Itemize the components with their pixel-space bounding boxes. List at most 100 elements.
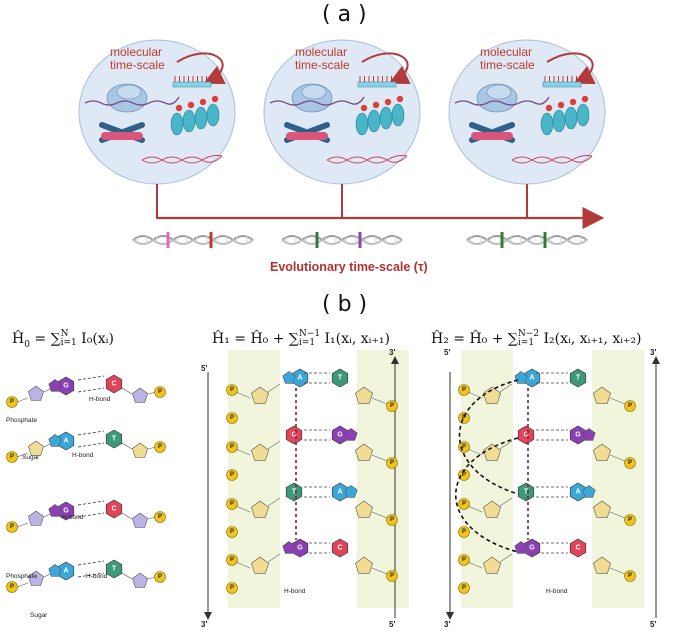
trna-icon	[357, 81, 397, 88]
hydrogen-bond	[77, 560, 105, 566]
base-letter-C: C	[575, 545, 580, 552]
base-letter-G: G	[529, 545, 535, 552]
trna-icon	[542, 81, 582, 88]
sugar-right	[593, 443, 611, 461]
circle-content-1	[84, 52, 226, 164]
phosphate-icon	[624, 514, 636, 526]
pyrimidine-base-T: T	[105, 429, 123, 449]
pyrimidine-base-T: T	[569, 368, 587, 388]
phosphate-letter: P	[390, 573, 394, 579]
base-ring-five	[48, 434, 62, 447]
phosphate-icon	[226, 582, 238, 594]
glycosidic-bond	[121, 572, 133, 580]
five-prime-label-mid-right: 5'	[389, 620, 396, 629]
phosphate-letter: P	[10, 454, 14, 460]
phosphate-letter: P	[462, 444, 466, 450]
genome-helix-1	[132, 232, 254, 248]
base-ring	[285, 425, 303, 445]
hydrogen-bond	[77, 430, 105, 436]
sugar-right	[355, 500, 373, 518]
base-ring-five	[344, 485, 358, 498]
base-ring	[105, 374, 123, 394]
mrna-strand-icon	[84, 96, 180, 106]
circle-content-3	[454, 52, 596, 164]
chromatin-coil-icon	[355, 112, 369, 136]
sugar-left	[483, 443, 501, 461]
phosphate-icon	[458, 554, 470, 566]
phosphate-letter: P	[230, 529, 234, 535]
purine-base-A: A	[48, 431, 75, 451]
backbone-link	[371, 511, 388, 519]
phosphate-icon	[386, 570, 398, 582]
base-ring	[331, 368, 349, 388]
pyrimidine-base-C: C	[331, 538, 349, 558]
evolutionary-timeline-arrow	[156, 184, 605, 229]
phosphate-letter: P	[158, 514, 162, 520]
purine-base-A: A	[282, 368, 309, 388]
chromatin-coil-icon	[182, 109, 196, 133]
base-ring-five	[48, 379, 62, 392]
pyrimidine-base-C: C	[285, 425, 303, 445]
base-letter-T: T	[524, 489, 529, 496]
phosphate-icon	[458, 582, 470, 594]
base-ring-five	[582, 485, 596, 498]
phosphate-icon	[154, 511, 166, 523]
glycosidic-bond	[499, 497, 513, 507]
ribosome-subunit-icon	[301, 84, 327, 100]
phosphate-letter: P	[10, 584, 14, 590]
backbone-link	[16, 397, 29, 403]
chromatin-coil-icon	[576, 103, 590, 127]
backbone-link	[467, 561, 483, 569]
base-letter-A: A	[297, 375, 302, 382]
base-letter-T: T	[112, 436, 117, 443]
hbond-label-mid: H-bond	[284, 588, 306, 595]
sugar-right	[593, 556, 611, 574]
histone-tag-icon	[372, 101, 380, 109]
purine-base-G: G	[331, 425, 358, 445]
pyrimidine-base-C: C	[569, 538, 587, 558]
phosphate-letter: P	[462, 557, 466, 563]
chromatin-coil-icon	[552, 109, 566, 133]
phosphate-letter: P	[158, 574, 162, 580]
ribosome-subunit-icon	[486, 84, 512, 100]
phosphate-letter: P	[628, 403, 632, 409]
chromatin-coil-icon	[391, 103, 405, 127]
phosphate-icon	[226, 498, 238, 510]
pyrimidine-base-T: T	[331, 368, 349, 388]
glycosidic-bond	[121, 512, 133, 520]
phosphate-icon	[226, 526, 238, 538]
backbone-link	[609, 511, 626, 519]
base-ring	[331, 538, 349, 558]
hbond-label-left-bottom: H-bond	[86, 573, 108, 580]
base-letter-T: T	[338, 375, 343, 382]
sugar-left	[483, 500, 501, 518]
next-nearest-arc-1	[458, 379, 519, 495]
feedback-arrow-icon	[176, 52, 226, 84]
dimer-protein-lower-icon	[286, 132, 328, 140]
base-ring-five	[48, 504, 62, 517]
chromatin-coil-icon	[206, 103, 220, 127]
phosphate-letter: P	[390, 460, 394, 466]
phosphate-letter: P	[462, 529, 466, 535]
evolutionary-timescale-label: Evolutionary time-scale (τ)	[270, 260, 428, 274]
phosphate-letter: P	[10, 524, 14, 530]
purine-base-G: G	[48, 376, 75, 396]
phosphate-icon	[458, 384, 470, 396]
backbone-link	[371, 397, 388, 405]
circle-content-2	[269, 52, 411, 164]
phosphate-letter: P	[230, 585, 234, 591]
base-letter-C: C	[291, 432, 296, 439]
base-ring	[569, 538, 587, 558]
sugar-left	[483, 556, 501, 574]
mrna-strand-icon	[269, 96, 365, 106]
phosphate-letter: P	[462, 415, 466, 421]
